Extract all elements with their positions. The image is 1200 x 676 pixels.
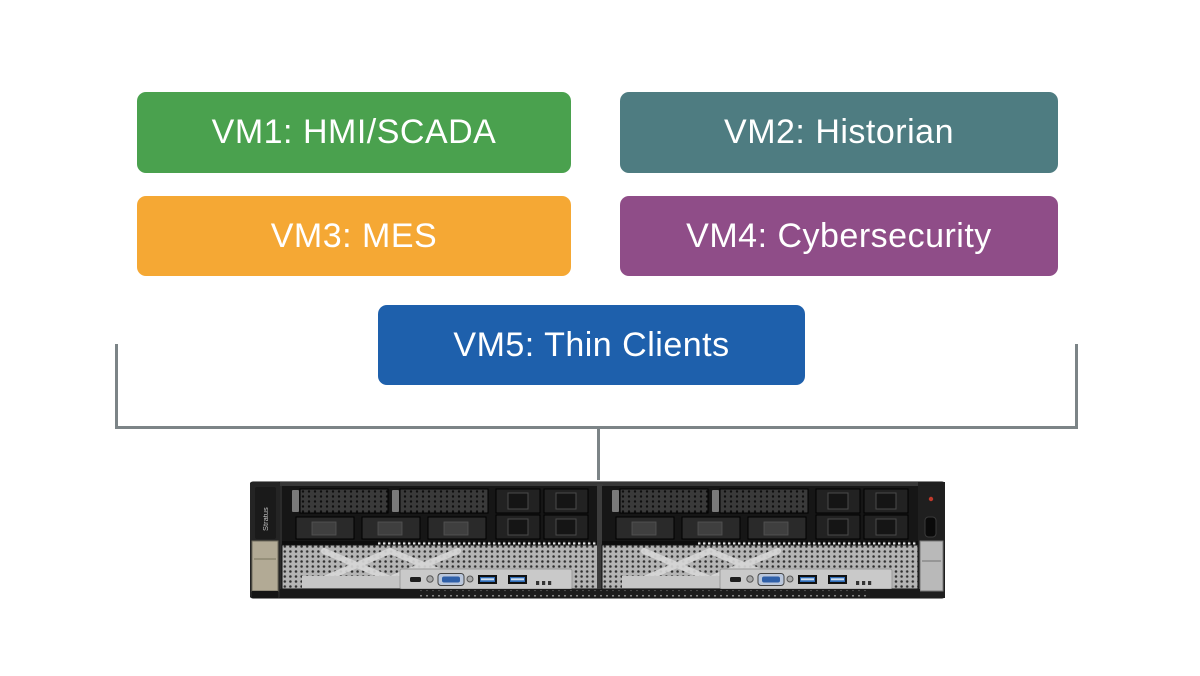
bracket-left-tick <box>115 344 118 429</box>
stratus-brand-label: Stratus <box>261 507 270 531</box>
bracket-center-stem <box>597 429 600 480</box>
vm5-label: VM5: Thin Clients <box>453 325 730 364</box>
vm1-hmi-scada-box: VM1: HMI/SCADA <box>137 92 571 173</box>
vm2-historian-box: VM2: Historian <box>620 92 1058 173</box>
server-node-left <box>282 486 598 589</box>
server-right-bezel <box>918 482 945 598</box>
power-led <box>928 496 934 502</box>
vm4-label: VM4: Cybersecurity <box>686 216 992 255</box>
server-photo: Stratus <box>250 479 945 602</box>
vm2-label: VM2: Historian <box>724 113 954 151</box>
vm4-cybersecurity-box: VM4: Cybersecurity <box>620 196 1058 276</box>
rack-server-illustration: Stratus <box>250 481 945 599</box>
server-bottom-lip <box>280 589 920 598</box>
right-latch <box>919 540 944 592</box>
bracket-horizontal-bar <box>115 426 1078 429</box>
vm3-mes-box: VM3: MES <box>137 196 571 276</box>
bracket-right-tick <box>1075 344 1078 429</box>
vm3-label: VM3: MES <box>270 216 438 255</box>
rack-ear <box>251 540 279 592</box>
node-divider <box>597 484 603 589</box>
vm1-label: VM1: HMI/SCADA <box>211 113 497 151</box>
server-left-bezel: Stratus <box>250 482 280 598</box>
server-node-right <box>602 486 918 589</box>
vm5-thin-clients-box: VM5: Thin Clients <box>378 305 805 385</box>
